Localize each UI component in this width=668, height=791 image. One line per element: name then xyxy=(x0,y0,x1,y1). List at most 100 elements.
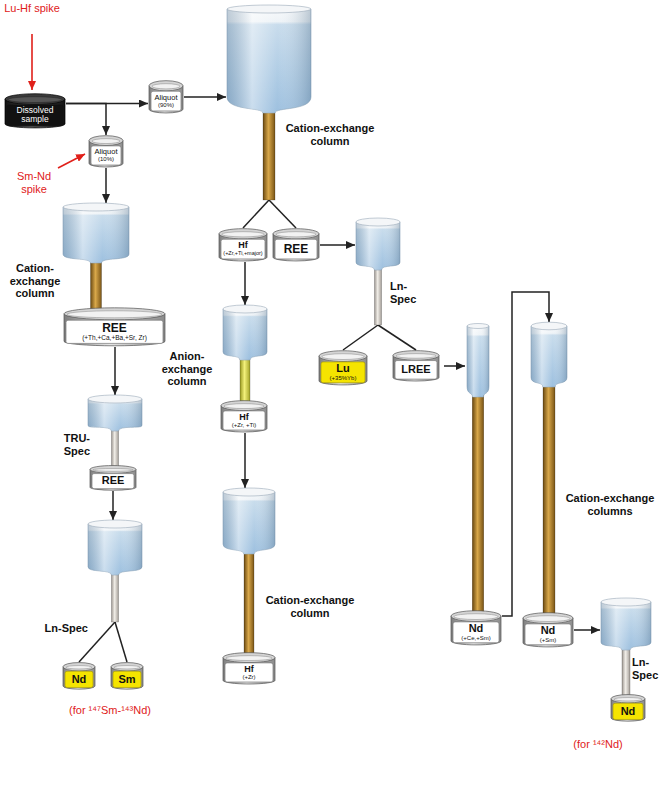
spike-note: (for ¹⁴²Nd) xyxy=(546,738,650,751)
sample-vial: REE xyxy=(272,228,320,262)
exchange-column: Cation-exchange column xyxy=(62,203,130,315)
fraction-name: Nd xyxy=(621,706,636,718)
flow-arrow xyxy=(66,104,106,136)
vial-label: Nd(+Ce,+Sm) xyxy=(450,622,502,643)
exchange-column: Cation-exchange columns xyxy=(530,322,568,616)
fraction-note: (+Zr) xyxy=(242,674,255,680)
fraction-name: Dissolved sample xyxy=(4,106,66,124)
sample-vial: REE(+Th,+Ca,+Ba,+Sr, Zr) xyxy=(63,307,166,347)
column-label: Cation-exchange column xyxy=(258,594,362,619)
exchange-column: Cation-exchange column xyxy=(222,488,276,656)
fraction-note: (+Zr, +Ti) xyxy=(232,422,256,428)
sample-vial: Hf(+Zr) xyxy=(222,652,276,685)
vial-label: Hf(+Zr, +Ti) xyxy=(220,411,268,430)
split-line xyxy=(378,325,416,350)
split-line xyxy=(343,325,378,350)
column-shape xyxy=(530,322,568,616)
fraction-note: (+Ce,+Sm) xyxy=(461,635,490,641)
vial-label: Hf(+Zr,+Ti,+major) xyxy=(218,239,268,259)
sample-vial: Nd xyxy=(62,662,96,690)
vial-label: REE xyxy=(272,239,320,259)
exchange-column: Cation-exchange column xyxy=(226,5,312,200)
column-shape xyxy=(226,5,312,200)
fraction-name: Nd xyxy=(72,674,87,686)
spike-arrow xyxy=(58,154,85,168)
sample-vial: Hf(+Zr,+Ti,+major) xyxy=(218,228,268,262)
exchange-column: Ln-Spec xyxy=(600,598,652,698)
spike-note: Sm-Nd spike xyxy=(10,170,58,195)
exchange-column: TRU-Spec xyxy=(87,395,143,470)
flow-arrow xyxy=(112,491,114,520)
fraction-name: Aliquot xyxy=(95,148,118,156)
column-label: Cation-exchange columns xyxy=(558,492,662,517)
column-label: Cation-exchange column xyxy=(278,122,382,147)
spike-note: (for ¹⁴⁷Sm-¹⁴³Nd) xyxy=(46,704,174,717)
column-shape xyxy=(222,305,268,404)
vial-label: LREE xyxy=(392,361,440,380)
flow-arrow xyxy=(444,365,465,367)
split-line xyxy=(115,622,127,662)
column-label: Anion-exchange column xyxy=(156,350,218,388)
split-line xyxy=(243,200,269,228)
sample-vial: Nd(+Ce,+Sm) xyxy=(450,610,502,646)
flow-arrow xyxy=(114,347,116,395)
column-label: Ln-Spec xyxy=(44,622,88,635)
vial-label: Nd(+Sm) xyxy=(522,624,574,645)
vial-label: REE(+Th,+Ca,+Ba,+Sr, Zr) xyxy=(63,320,166,343)
vial-label: Nd xyxy=(62,671,96,687)
vial-label: Aliquot(90%) xyxy=(148,91,184,111)
sample-vial: Nd xyxy=(610,694,646,722)
split-line xyxy=(269,200,296,228)
sample-vial: Hf(+Zr, +Ti) xyxy=(220,400,268,433)
spike-note: Lu-Hf spike xyxy=(4,2,60,15)
exchange-column: Anion-exchange column xyxy=(222,305,268,404)
column-shape xyxy=(222,488,276,656)
exchange-column: Ln-Spec xyxy=(355,218,401,325)
fraction-name: Aliquot xyxy=(155,94,178,102)
column-label: Ln-Spec xyxy=(632,656,666,681)
flow-arrow xyxy=(574,629,600,631)
column-label: TRU-Spec xyxy=(38,432,90,457)
fraction-name: Nd xyxy=(541,625,556,637)
vial-label: Hf(+Zr) xyxy=(222,663,276,682)
flow-arrow xyxy=(320,244,355,246)
column-label: Cation-exchange column xyxy=(4,262,66,300)
fraction-name: REE xyxy=(284,243,309,256)
column-shape xyxy=(87,395,143,470)
sample-vial: Nd(+Sm) xyxy=(522,612,574,648)
sample-vial: Sm xyxy=(110,662,144,690)
column-shape xyxy=(355,218,401,325)
flow-arrow xyxy=(184,96,226,98)
flow-arrow xyxy=(66,103,148,105)
vial-label: Lu(+35%Yb) xyxy=(318,362,368,383)
column-shape xyxy=(600,598,652,698)
vial-label: REE xyxy=(89,474,137,489)
fraction-note: (+Zr,+Ti,+major) xyxy=(223,251,262,257)
flow-arrow xyxy=(244,262,246,305)
fraction-note: (+Th,+Ca,+Ba,+Sr, Zr) xyxy=(82,335,147,342)
fraction-name: Sm xyxy=(118,674,135,686)
sample-vial: Dissolved sample xyxy=(4,93,66,129)
flow-arrow xyxy=(244,433,246,488)
sample-vial: Aliquot(10%) xyxy=(88,135,124,168)
column-shape xyxy=(62,203,130,315)
flow-arrow xyxy=(105,168,107,203)
sample-vial: REE xyxy=(89,465,137,491)
fraction-note: (+Sm) xyxy=(540,637,557,643)
fraction-note: (10%) xyxy=(98,156,114,162)
fraction-note: (90%) xyxy=(158,102,174,108)
fraction-name: Lu xyxy=(336,363,349,375)
vial-label: Aliquot(10%) xyxy=(88,146,124,165)
fraction-note: (+35%Yb) xyxy=(330,375,357,381)
spike-arrow xyxy=(31,34,33,90)
fraction-name: LREE xyxy=(401,364,430,376)
fraction-name: REE xyxy=(102,475,125,487)
fraction-name: Hf xyxy=(244,665,254,674)
sample-vial: Lu(+35%Yb) xyxy=(318,350,368,386)
column-label: Ln-Spec xyxy=(390,280,426,305)
fraction-name: Hf xyxy=(238,241,248,250)
column-shape xyxy=(87,520,143,622)
fraction-name: Nd xyxy=(469,623,484,635)
vial-label: Sm xyxy=(110,671,144,687)
